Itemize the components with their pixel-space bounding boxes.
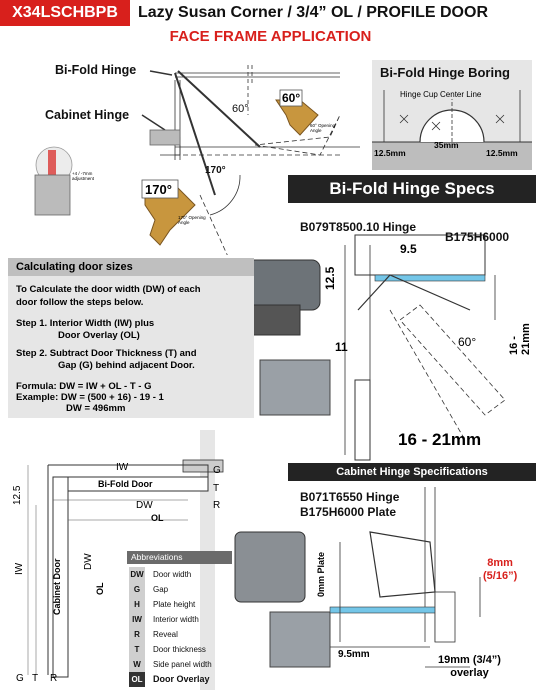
bifold-specs-drawing: [234, 234, 506, 461]
calc-example: Example: DW = (500 + 16) - 19 - 1: [16, 392, 164, 403]
note-60: 60° Opening Angle: [310, 123, 336, 133]
calc-intro-line: door follow the steps below.: [16, 297, 144, 308]
top-diagram: Bi-Fold Hinge Cabinet Hinge 60° 170° 60°…: [0, 55, 541, 255]
door-iw-label: IW: [116, 462, 129, 473]
calc-title-bar: [8, 258, 254, 276]
angle-170-label: 170°: [205, 165, 226, 176]
cabinet-door-label: Cabinet Door: [52, 558, 62, 615]
door-ol-vertical: OL: [95, 582, 105, 596]
cabinet-hinge-model: B071T6550 Hinge: [300, 490, 400, 504]
abbreviation-code: DW: [129, 567, 145, 582]
cabinet-specs-panel: B071T6550 Hinge B175H6000 Plate 0mm Plat…: [230, 482, 541, 700]
top-diagram-lines: [34, 65, 360, 255]
calc-example-result: DW = 496mm: [66, 403, 126, 414]
door-dw-vertical: DW: [83, 553, 94, 570]
door-r-label: R: [213, 500, 221, 511]
boring-dim-right: 12.5mm: [486, 148, 518, 158]
abbreviation-code: OL: [129, 672, 145, 687]
boring-panel: Bi-Fold Hinge Boring Hinge Cup Center Li…: [372, 60, 532, 170]
abbreviation-desc: Door Overlay: [153, 674, 210, 684]
page-title: Lazy Susan Corner / 3/4” OL / PROFILE DO…: [138, 4, 488, 21]
badge-60: 60°: [282, 91, 301, 105]
angle-60-label: 60°: [232, 103, 249, 115]
cabinet-specs-drawing: [234, 487, 481, 668]
boring-title: Bi-Fold Hinge Boring: [380, 65, 510, 80]
cabinet-plate-model: B175H6000 Plate: [300, 505, 397, 519]
note-170: 170° Opening Angle: [178, 215, 206, 225]
abbreviation-desc: Interior width: [153, 615, 199, 624]
abbreviation-desc: Reveal: [153, 630, 178, 639]
centerline-label: Hinge Cup Center Line: [400, 90, 482, 99]
calc-step-line: Step 2. Subtract Door Thickness (T) and: [16, 348, 197, 359]
door-g-bottom: G: [16, 673, 24, 684]
cabinet-plate-label: 0mm Plate: [316, 551, 326, 597]
bifold-dim-11: 11: [335, 340, 348, 354]
abbreviation-code: R: [129, 627, 145, 642]
door-t-bottom: T: [32, 673, 39, 684]
cabinet-overlay-word: overlay: [450, 667, 489, 679]
bifold-dim-95: 9.5: [400, 242, 417, 256]
calc-title: Calculating door sizes: [16, 261, 133, 273]
bifold-dim-1621-vertical: 16 - 21mm: [508, 323, 532, 355]
calc-step-line: Step 1. Interior Width (IW) plus: [16, 318, 155, 329]
abbreviation-desc: Gap: [153, 585, 169, 594]
door-r-bottom: R: [50, 673, 58, 684]
cabinet-hinge-label: Cabinet Hinge: [45, 108, 130, 122]
abbreviation-code: G: [129, 582, 145, 597]
cabinet-dim-95: 9.5mm: [338, 649, 370, 660]
calc-formula-block: Formula: DW = IW + OL - T - G Example: D…: [16, 381, 164, 414]
abbreviation-code: H: [129, 597, 145, 612]
product-code: X34LSCHBPB: [0, 0, 130, 26]
door-g-label: G: [213, 465, 221, 476]
abbreviation-desc: Door thickness: [153, 645, 206, 654]
door-t-label: T: [213, 483, 220, 494]
abbreviation-code: W: [129, 657, 145, 672]
cabinet-dim-8: 8mm (5/16”): [483, 557, 517, 583]
bifold-hinge-label: Bi-Fold Hinge: [55, 63, 137, 77]
calc-formula: Formula: DW = IW + OL - T - G: [16, 381, 152, 392]
bifold-plate-model: B175H6000: [445, 230, 510, 244]
abbreviation-desc: Plate height: [153, 600, 196, 609]
calc-intro-line: To Calculate the door width (DW) of each: [16, 284, 201, 295]
cabinet-models: B071T6550 Hinge B175H6000 Plate: [300, 490, 399, 520]
door-dim-125: 12.5: [12, 485, 23, 505]
cabinet-dim-8-in: (5/16”): [483, 570, 518, 582]
boring-dim-left: 12.5mm: [374, 148, 406, 158]
abbreviation-desc: Side panel width: [153, 660, 212, 669]
cabinet-overlay: 19mm (3/4”) overlay: [438, 654, 501, 680]
cabinet-specs-title: Cabinet Hinge Specifications: [288, 463, 536, 481]
calc-step2: Step 2. Subtract Door Thickness (T) and …: [16, 348, 197, 372]
cabinet-dim-8-mm: 8mm: [487, 557, 513, 569]
badge-170: 170°: [145, 182, 172, 197]
calc-intro: To Calculate the door width (DW) of each…: [16, 283, 201, 309]
bifold-angle: 60°: [458, 335, 477, 349]
door-dw-label: DW: [136, 500, 153, 511]
abbreviation-desc: Door width: [153, 570, 192, 579]
header: X34LSCHBPB Lazy Susan Corner / 3/4” OL /…: [0, 0, 541, 26]
bifold-dim-125: 12.5: [323, 266, 337, 290]
cabinet-overlay-size: 19mm (3/4”): [438, 654, 501, 666]
bifold-door-thickness: 16 - 21mm: [398, 430, 482, 449]
calc-step-line: Door Overlay (OL): [58, 330, 140, 341]
abbreviations-title: Abbreviations: [127, 551, 232, 564]
boring-drawing: [372, 90, 532, 170]
door-iw-vertical: IW: [14, 562, 25, 575]
subtitle: FACE FRAME APPLICATION: [169, 28, 372, 45]
bifold-door-label: Bi-Fold Door: [98, 479, 153, 489]
calc-step1: Step 1. Interior Width (IW) plus Door Ov…: [16, 318, 154, 342]
bifold-specs-title: Bi-Fold Hinge Specs: [288, 175, 536, 203]
calc-panel: Calculating door sizes To Calculate the …: [8, 258, 254, 418]
bifold-hinge-model: B079T8500.10 Hinge: [300, 220, 417, 234]
adjust-note: +4 / -7mm adjustment: [72, 171, 95, 181]
door-ol-label: OL: [151, 513, 164, 523]
boring-dim-center: 35mm: [434, 140, 459, 150]
abbreviation-code: IW: [129, 612, 145, 627]
abbreviation-code: T: [129, 642, 145, 657]
calc-step-line: Gap (G) behind adjacent Door.: [58, 360, 195, 371]
bifold-specs-panel: B079T8500.10 Hinge B175H6000 9.5 12.5 11…: [230, 205, 541, 465]
